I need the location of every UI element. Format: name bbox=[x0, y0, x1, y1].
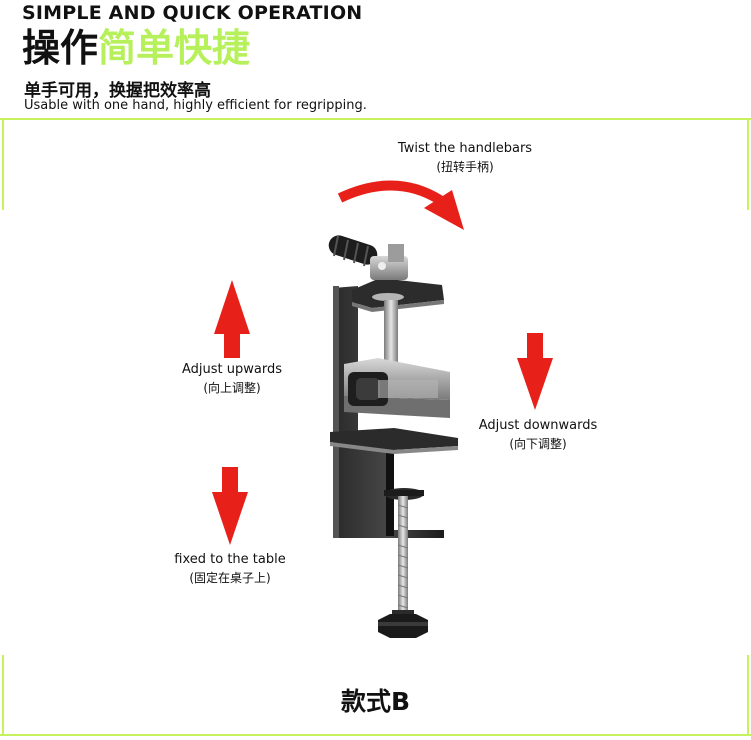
arrow-up-icon bbox=[214, 280, 250, 358]
twist-label-cn: (扭转手柄) bbox=[436, 160, 494, 174]
handle-hub bbox=[370, 244, 408, 280]
title-english: SIMPLE AND QUICK OPERATION bbox=[22, 2, 363, 24]
fixed-label-en: fixed to the table bbox=[174, 552, 286, 567]
upper-screw-rod bbox=[384, 300, 398, 366]
middle-plate bbox=[330, 428, 458, 454]
twist-arrow-icon bbox=[337, 180, 464, 230]
up-label: Adjust upwards (向上调整) bbox=[162, 361, 302, 397]
fixed-label-cn: (固定在桌子上) bbox=[189, 571, 271, 585]
title-chinese: 操作简单快捷 bbox=[22, 26, 250, 70]
arrow-down-right-icon bbox=[517, 333, 553, 410]
down-label-en: Adjust downwards bbox=[478, 418, 598, 433]
handle-grip bbox=[328, 235, 378, 267]
lower-threaded-rod bbox=[397, 496, 409, 618]
up-label-en: Adjust upwards bbox=[181, 362, 282, 377]
frame-right-bottom bbox=[747, 655, 749, 735]
down-label: Adjust downwards (向下调整) bbox=[466, 417, 610, 453]
title-chinese-accent: 简单快捷 bbox=[98, 26, 251, 70]
fixed-label: fixed to the table (固定在桌子上) bbox=[156, 551, 304, 587]
twist-label-en: Twist the handlebars bbox=[397, 141, 533, 156]
frame-left-top bbox=[2, 118, 4, 210]
bottom-knob bbox=[378, 610, 428, 638]
frame-top-line bbox=[0, 118, 751, 120]
sliding-jaw bbox=[344, 358, 450, 418]
frame-right-top bbox=[747, 118, 749, 210]
twist-label: Twist the handlebars (扭转手柄) bbox=[380, 140, 550, 176]
subtitle-chinese: 单手可用，换握把效率高 bbox=[24, 81, 211, 101]
subtitle-english: Usable with one hand, highly efficient f… bbox=[24, 98, 367, 113]
down-label-cn: (向下调整) bbox=[509, 437, 567, 451]
up-label-cn: (向上调整) bbox=[203, 381, 261, 395]
lower-pad bbox=[384, 488, 424, 500]
model-name: 款式B bbox=[340, 687, 411, 716]
frame-bottom-line bbox=[0, 734, 751, 736]
arrow-down-left-icon bbox=[212, 467, 248, 545]
frame-left-bottom bbox=[2, 655, 4, 735]
title-chinese-dark: 操作 bbox=[22, 26, 99, 70]
